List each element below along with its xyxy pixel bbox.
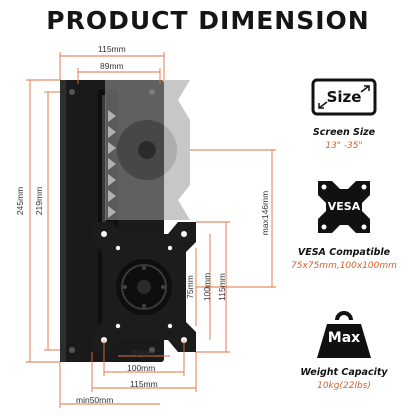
feature-weight-value: 10kg(22lbs) — [317, 381, 371, 391]
feature-weight-title: Weight Capacity — [300, 367, 388, 378]
weight-icon — [317, 311, 371, 358]
dim-height-245: 245mm — [15, 186, 26, 216]
wall-plate-edge — [60, 80, 66, 362]
vesa-icon-label: VESA — [327, 200, 361, 213]
dim-vesa-100-h: 100mm — [127, 363, 156, 373]
dim-min50: min50mm — [76, 395, 114, 405]
dim-vesa-75-h: 75mm — [130, 348, 154, 358]
feature-screen-size-title: Screen Size — [312, 127, 376, 138]
dim-top-115: 115mm — [98, 44, 126, 54]
screen-size-icon-label: Size — [326, 88, 362, 106]
lower-vesa-plate — [92, 222, 196, 352]
upper-vesa-plate-ghost — [105, 80, 190, 220]
feature-vesa-title: VESA Compatible — [297, 247, 391, 258]
dim-vesa-100-v: 100mm — [202, 272, 213, 302]
dim-travel-max146: max146mm — [260, 190, 271, 236]
dim-top-89: 89mm — [100, 61, 124, 71]
dimension-lines — [26, 52, 276, 408]
dim-plate-115-h: 115mm — [130, 379, 158, 389]
feature-vesa-value: 75x75mm,100x100mm — [291, 261, 397, 271]
dim-vesa-75-v: 75mm — [184, 275, 195, 299]
feature-screen-size-value: 13" -35" — [325, 141, 363, 151]
page-title: PRODUCT DIMENSION — [46, 6, 370, 35]
dim-plate-115-v: 115mm — [216, 273, 227, 301]
dim-height-219: 219mm — [34, 186, 45, 216]
vesa-plate-icon — [318, 181, 370, 233]
weight-icon-label: Max — [327, 330, 361, 346]
screen-size-icon — [311, 78, 377, 116]
